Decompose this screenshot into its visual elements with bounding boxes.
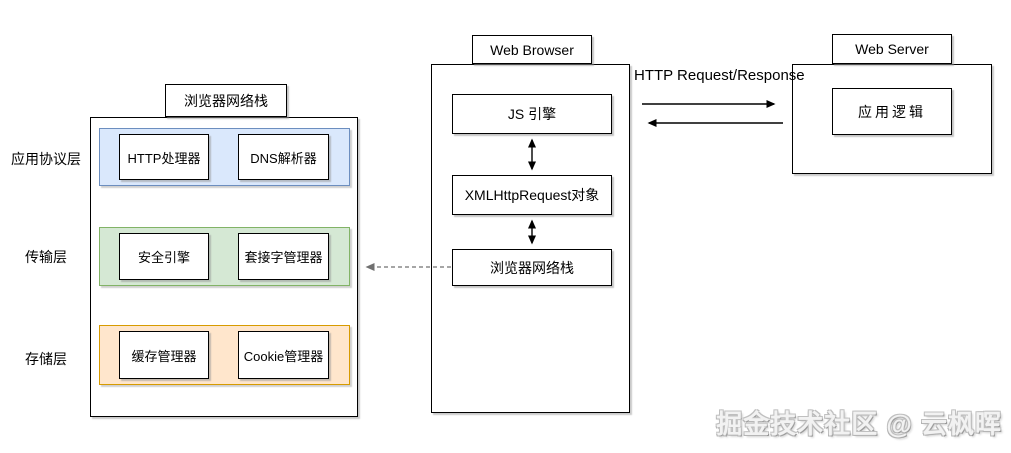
layer-label-application-protocol: 应用协议层 xyxy=(11,151,81,167)
application-logic-box: 应用逻辑 xyxy=(832,88,952,135)
security-engine-box: 安全引擎 xyxy=(119,233,209,280)
network-stack-title-box: 浏览器网络栈 xyxy=(165,84,287,117)
dns-resolver-box: DNS解析器 xyxy=(238,134,329,180)
http-request-response-label: HTTP Request/Response xyxy=(634,67,805,84)
http-handler-box: HTTP处理器 xyxy=(119,134,209,180)
browser-network-stack-box: 浏览器网络栈 xyxy=(452,249,612,286)
watermark-text: 掘金技术社区 @ 云枫晖 xyxy=(716,409,1002,439)
socket-manager-box: 套接字管理器 xyxy=(238,233,329,280)
cookie-manager-box: Cookie管理器 xyxy=(238,331,329,379)
xmlhttprequest-object-box: XMLHttpRequest对象 xyxy=(452,175,612,215)
layer-label-transport: 传输层 xyxy=(25,249,67,265)
layer-label-storage: 存储层 xyxy=(25,351,67,367)
js-engine-box: JS 引擎 xyxy=(452,94,612,134)
web-browser-title-box: Web Browser xyxy=(472,35,592,64)
cache-manager-box: 缓存管理器 xyxy=(119,331,209,379)
web-server-title-box: Web Server xyxy=(832,34,952,64)
